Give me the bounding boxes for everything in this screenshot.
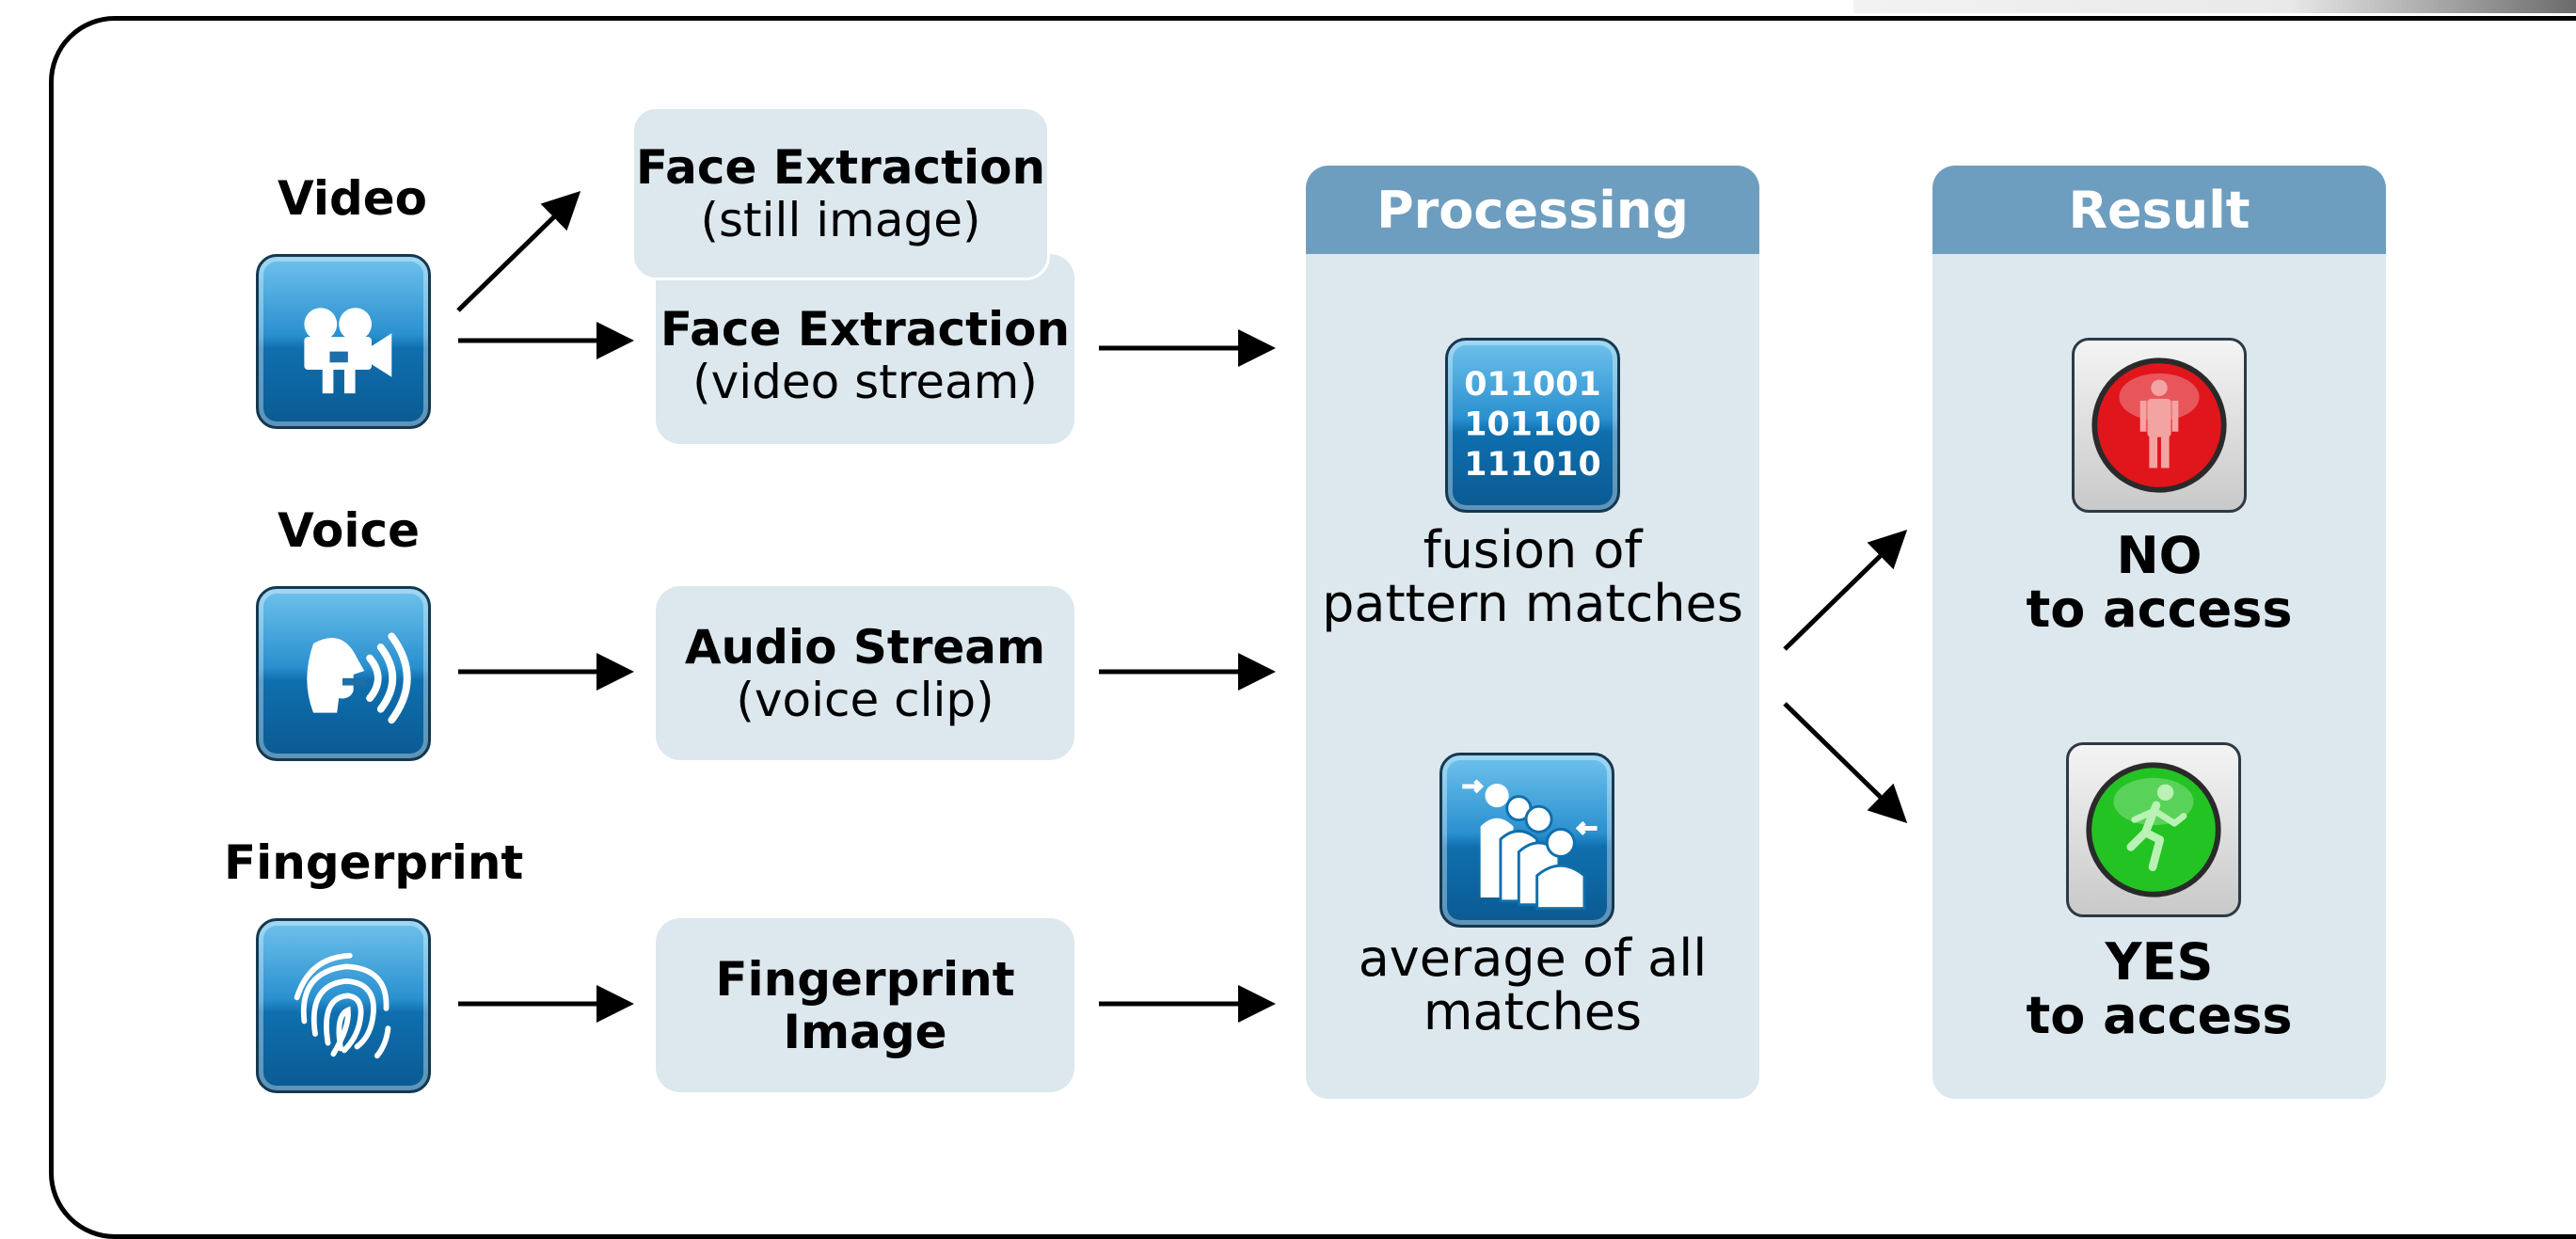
fingerprint-image-box: Fingerprint Image	[656, 918, 1074, 1092]
fingerprint-image-line1: Fingerprint	[715, 951, 1015, 1007]
fingerprint-icon	[256, 918, 431, 1093]
fusion-text: fusion of pattern matches	[1306, 520, 1759, 634]
video-camera-icon	[256, 254, 431, 429]
people-group-icon	[1439, 753, 1614, 928]
no-access-line1: NO	[2116, 526, 2202, 585]
no-access-line2: to access	[2026, 580, 2293, 640]
processing-header: Processing	[1306, 166, 1759, 254]
face-extraction-still-sub: (still image)	[700, 192, 981, 247]
yes-access-line2: to access	[2026, 986, 2293, 1046]
binary-data-icon: 011001 101100 111010	[1445, 338, 1620, 513]
face-extraction-still-box: Face Extraction (still image)	[631, 106, 1050, 280]
average-line1: average of all	[1358, 929, 1708, 988]
face-extraction-video-title: Face Extraction	[660, 302, 1071, 357]
binary-row-1: 011001	[1464, 366, 1600, 404]
binary-row-3: 111010	[1464, 446, 1600, 484]
video-label: Video	[278, 171, 428, 226]
no-access-text: NO to access	[1932, 526, 2386, 640]
face-extraction-video-sub: (video stream)	[692, 355, 1038, 409]
red-stop-light-icon	[2072, 338, 2247, 513]
audio-stream-sub: (voice clip)	[736, 672, 994, 727]
face-extraction-video-box: Face Extraction (video stream)	[656, 254, 1074, 444]
processing-panel: Processing	[1306, 166, 1759, 1099]
result-header: Result	[1932, 166, 2386, 254]
average-line2: matches	[1423, 982, 1643, 1042]
audio-stream-box: Audio Stream (voice clip)	[656, 586, 1074, 760]
yes-access-line1: YES	[2105, 932, 2214, 992]
voice-label: Voice	[278, 503, 421, 558]
binary-row-2: 101100	[1464, 406, 1600, 444]
face-extraction-still-title: Face Extraction	[635, 139, 1046, 195]
fingerprint-image-line2: Image	[783, 1004, 947, 1059]
yes-access-text: YES to access	[1932, 932, 2386, 1046]
green-go-light-icon	[2066, 742, 2241, 917]
result-panel: Result	[1932, 166, 2386, 1099]
fusion-line2: pattern matches	[1322, 574, 1743, 634]
average-text: average of all matches	[1306, 929, 1759, 1042]
fingerprint-label: Fingerprint	[224, 835, 524, 890]
fusion-line1: fusion of	[1423, 520, 1643, 580]
audio-stream-title: Audio Stream	[684, 619, 1046, 675]
corner-shade	[1853, 0, 2576, 13]
voice-speaking-icon	[256, 586, 431, 761]
